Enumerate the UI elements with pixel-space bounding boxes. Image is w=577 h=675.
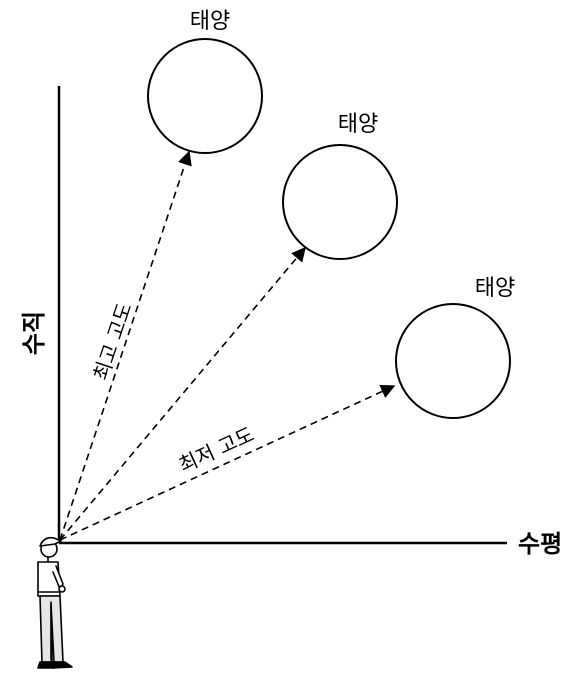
sun-label-middle: 태양 [338, 112, 378, 137]
sun-circle-middle [282, 144, 398, 260]
sun-label-high: 태양 [190, 9, 230, 34]
vertical-axis-label: 수직 [20, 311, 48, 355]
sightline-arrow-high [59, 150, 192, 541]
horizontal-axis-label: 수평 [518, 530, 562, 558]
sun-circle-low [395, 303, 511, 419]
sun-circle-high [147, 38, 263, 154]
sun-label-low: 태양 [475, 276, 515, 301]
sightline-arrow-middle [59, 246, 306, 541]
sightline-arrow-low [59, 384, 396, 541]
observer-person-icon [37, 536, 73, 669]
lowest-altitude-label: 최저 고도 [175, 422, 258, 477]
highest-altitude-label: 최고 고도 [89, 300, 137, 383]
